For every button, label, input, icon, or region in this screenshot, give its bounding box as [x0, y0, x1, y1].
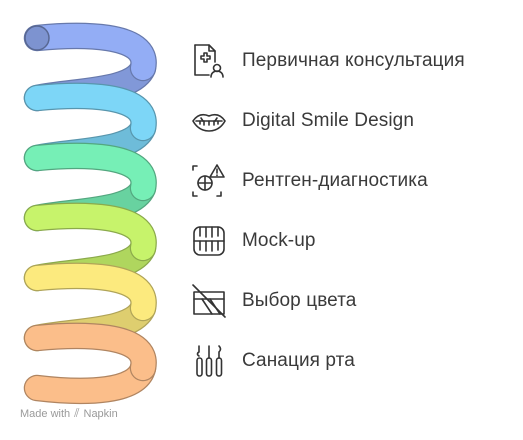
step-consultation: Первичная консультация — [190, 41, 510, 81]
xray-warning-icon — [190, 162, 228, 200]
made-with-text: Made with — [20, 407, 71, 420]
step-label: Санация рта — [242, 350, 355, 371]
spiral-band — [25, 83, 156, 140]
spiral-band — [25, 143, 156, 200]
step-mockup: Mock-up — [190, 221, 510, 261]
teeth-model-icon — [190, 222, 228, 260]
dental-tools-icon — [190, 342, 228, 380]
spiral-band — [25, 323, 156, 380]
step-label: Mock-up — [242, 230, 316, 251]
step-label: Рентген-диагностика — [242, 170, 428, 191]
step-color: Выбор цвета — [190, 281, 510, 321]
step-sanitation: Санация рта — [190, 341, 510, 381]
step-label: Выбор цвета — [242, 290, 357, 311]
step-xray: Рентген-диагностика — [190, 161, 510, 201]
napkin-logo-icon: ⫽ — [74, 406, 80, 420]
spiral-top-cap — [24, 25, 50, 51]
spiral-band — [25, 263, 156, 320]
spiral-tail — [25, 356, 155, 403]
brand-name: Napkin — [83, 407, 118, 420]
medical-consult-icon — [190, 42, 228, 80]
spiral-band — [25, 203, 156, 260]
footer-attribution: Made with ⫽ Napkin — [20, 406, 118, 421]
color-palette-crossed-icon — [190, 282, 228, 320]
spiral-front-layer — [23, 22, 157, 382]
step-smile-design: Digital Smile Design — [190, 101, 510, 141]
spiral-band — [25, 23, 156, 80]
step-label: Digital Smile Design — [242, 110, 415, 131]
step-label: Первичная консультация — [242, 50, 465, 71]
smile-mouth-icon — [190, 102, 228, 140]
